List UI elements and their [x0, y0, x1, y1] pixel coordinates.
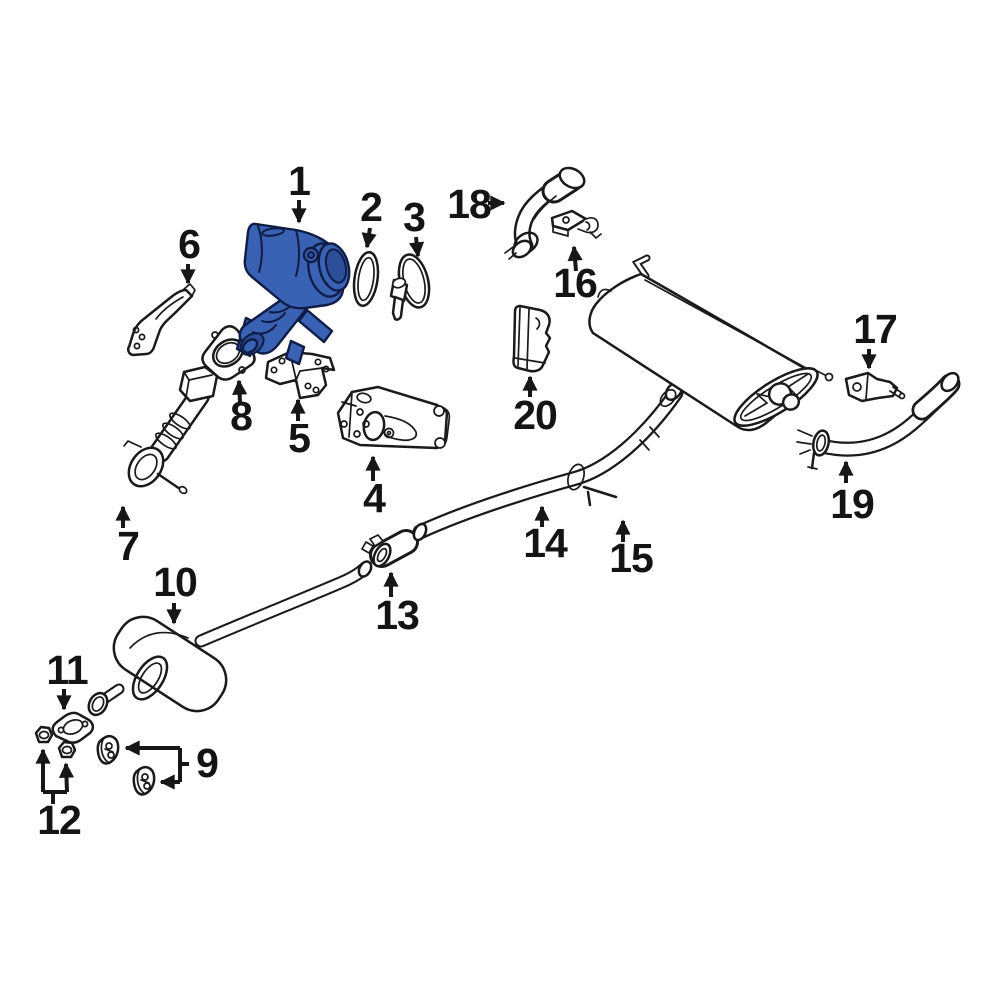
callout-11-label: 11 — [46, 647, 88, 693]
heat-shield-bracket-drawing — [126, 283, 196, 357]
callout-12-leader — [43, 790, 67, 804]
callout-8-label: 8 — [230, 393, 252, 439]
callout-12: 12 — [35, 748, 82, 843]
callout-9: 9 — [124, 740, 219, 790]
callout-6-label: 6 — [178, 221, 200, 267]
callout-1-label: 1 — [288, 158, 310, 204]
callouts-layer: 1 2 3 4 5 6 7 8 9 10 11 12 13 14 15 16 1… — [35, 158, 898, 843]
callout-12-arrow-b — [58, 762, 75, 793]
callout-16-label: 16 — [553, 260, 597, 306]
callout-9-label: 9 — [196, 740, 218, 786]
callout-2-label: 2 — [360, 184, 382, 230]
callout-13: 13 — [375, 571, 420, 638]
callout-15-label: 15 — [609, 535, 653, 581]
callout-16: 16 — [553, 245, 598, 306]
callout-8-arrow — [232, 379, 248, 403]
bracket-5-drawing — [264, 350, 336, 400]
callout-9-leader — [178, 748, 189, 782]
callout-7: 7 — [115, 505, 140, 569]
rear-muffler-drawing — [588, 254, 834, 432]
callout-18-label: 18 — [447, 181, 491, 227]
callout-16-arrow — [567, 245, 583, 272]
callout-5: 5 — [288, 398, 311, 461]
hanger-bracket-16-drawing — [550, 209, 602, 239]
callout-10-label: 10 — [153, 559, 197, 605]
callout-3-label: 3 — [403, 194, 425, 240]
callout-2-arrow — [361, 227, 377, 249]
callout-18: 18 — [447, 181, 506, 227]
gasket-ring-drawing — [352, 250, 380, 308]
callout-20-label: 20 — [513, 392, 557, 438]
catalytic-converter-drawing — [235, 222, 351, 366]
callout-17: 17 — [853, 306, 898, 370]
callout-17-label: 17 — [853, 306, 897, 352]
callout-8: 8 — [230, 379, 253, 439]
nuts-12-drawing — [34, 725, 77, 759]
bracket-4-drawing — [336, 385, 451, 450]
rubber-hangers-9-drawing — [96, 734, 156, 796]
callout-10: 10 — [153, 559, 198, 625]
callout-13-label: 13 — [375, 592, 419, 638]
callout-4-label: 4 — [363, 475, 386, 521]
clamp-3-drawing — [389, 253, 431, 321]
callout-20: 20 — [513, 375, 558, 438]
flange-gasket-11-drawing — [51, 711, 95, 744]
callout-19-label: 19 — [830, 481, 874, 527]
tailpipe-19-drawing — [796, 371, 961, 470]
callout-11: 11 — [46, 647, 89, 711]
callout-2: 2 — [360, 184, 383, 249]
callout-3-arrow — [409, 236, 425, 258]
bracket-20-drawing — [512, 304, 552, 373]
callout-7-label: 7 — [117, 523, 139, 569]
front-pipe-drawing — [123, 365, 219, 495]
callout-14: 14 — [523, 505, 569, 566]
center-muffler-drawing — [87, 560, 373, 717]
callout-3: 3 — [403, 194, 426, 258]
callout-5-label: 5 — [288, 415, 310, 461]
callout-6: 6 — [178, 221, 201, 285]
callout-4: 4 — [363, 455, 387, 521]
callout-12-label: 12 — [37, 797, 81, 843]
clamp-sleeve-drawing — [361, 529, 419, 568]
callout-19: 19 — [830, 460, 875, 527]
rear-pipe-18-drawing — [504, 166, 586, 260]
bracket-17-drawing — [844, 371, 906, 403]
callout-14-label: 14 — [523, 520, 568, 566]
callout-15: 15 — [609, 519, 654, 581]
callout-1: 1 — [288, 158, 311, 224]
